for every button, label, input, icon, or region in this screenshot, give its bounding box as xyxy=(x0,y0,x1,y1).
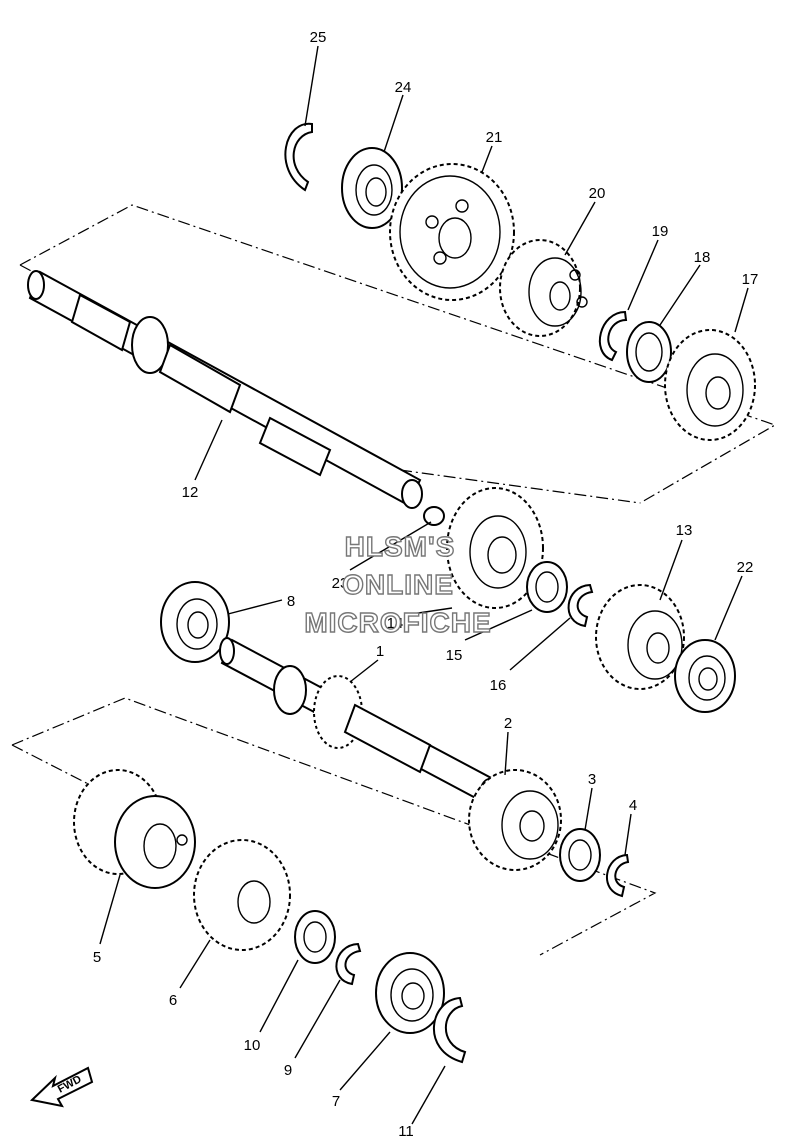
part-16-circlip xyxy=(567,583,594,628)
part-4-circlip xyxy=(606,853,630,898)
callout-7: 7 xyxy=(332,1093,340,1110)
part-13-gear xyxy=(595,584,685,690)
part-3-washer xyxy=(559,828,601,882)
callout-24: 24 xyxy=(395,79,412,96)
part-14-gear xyxy=(446,487,544,609)
callout-19: 19 xyxy=(652,223,669,240)
part-6-gear xyxy=(193,839,291,951)
part-11-circlip xyxy=(433,996,467,1064)
callout-5: 5 xyxy=(93,949,101,966)
part-25-circlip xyxy=(284,122,313,192)
part-18-washer xyxy=(626,321,672,383)
callout-21: 21 xyxy=(486,129,503,146)
callouts: 25 24 21 20 19 18 17 12 13 22 23 14 15 1… xyxy=(93,29,759,1136)
callout-18: 18 xyxy=(694,249,711,266)
part-15-washer xyxy=(526,561,568,613)
part-7-bearing xyxy=(375,952,445,1034)
part-23-collar xyxy=(423,506,445,526)
part-20-gear xyxy=(499,239,588,337)
part-19-circlip xyxy=(598,310,628,362)
part-12-shaft xyxy=(27,270,423,509)
part-8-bearing xyxy=(160,581,230,663)
callout-10: 10 xyxy=(244,1037,261,1054)
callout-11: 11 xyxy=(398,1123,414,1136)
callout-9: 9 xyxy=(284,1062,292,1079)
callout-20: 20 xyxy=(589,185,606,202)
part-2-gear xyxy=(468,769,562,871)
part-24-bearing xyxy=(341,147,403,229)
callout-14: 14 xyxy=(387,615,404,632)
watermark-line-1: HLSM'S xyxy=(345,531,456,562)
leader-lines xyxy=(99,45,749,1125)
callout-3: 3 xyxy=(588,771,596,788)
lower-group-frame-left xyxy=(11,744,101,791)
callout-13: 13 xyxy=(676,522,693,539)
part-21-gear xyxy=(389,163,515,301)
part-22-bearing xyxy=(674,639,736,713)
callout-2: 2 xyxy=(504,715,512,732)
callout-22: 22 xyxy=(737,559,754,576)
callout-1: 1 xyxy=(376,643,384,660)
callout-25: 25 xyxy=(310,29,327,46)
part-17-gear xyxy=(664,329,756,441)
lower-group-frame xyxy=(11,697,657,956)
part-9-circlip xyxy=(335,942,362,986)
callout-6: 6 xyxy=(169,992,177,1009)
callout-4: 4 xyxy=(629,797,637,814)
upper-group-frame-bottom xyxy=(399,469,641,504)
callout-15: 15 xyxy=(446,647,463,664)
part-5-gear xyxy=(73,769,196,889)
upper-group-frame xyxy=(19,204,777,504)
callout-23: 23 xyxy=(332,575,349,592)
watermark-line-3: MICROFICHE xyxy=(304,607,491,638)
watermark-line-2: ONLINE xyxy=(342,569,454,600)
fwd-arrow-icon: FWD xyxy=(29,1066,94,1108)
callout-17: 17 xyxy=(742,271,759,288)
callout-12: 12 xyxy=(182,484,199,501)
watermark: HLSM'S ONLINE MICROFICHE xyxy=(304,530,492,638)
callout-16: 16 xyxy=(490,677,507,694)
callout-8: 8 xyxy=(287,593,295,610)
part-10-washer xyxy=(294,910,336,964)
